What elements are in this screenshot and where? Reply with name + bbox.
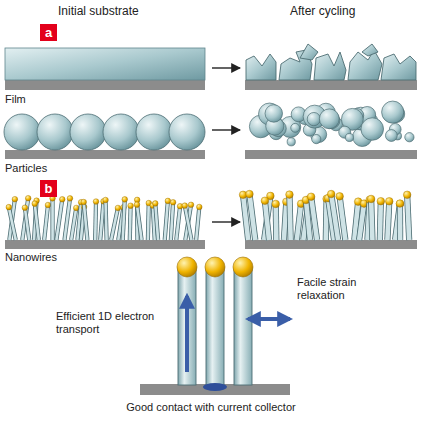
arrow <box>212 221 240 222</box>
label-text: Film <box>5 93 65 106</box>
label-text: Facile strain relaxation <box>297 276 377 301</box>
particles <box>4 114 205 150</box>
label-text: Efficient 1D electron transport <box>56 310 160 335</box>
panel-letter: a <box>40 24 57 41</box>
label-text: Nanowires <box>5 251 95 264</box>
substrate <box>245 150 417 159</box>
strain-arrow <box>248 317 290 321</box>
label-text: Initial substrate <box>58 5 168 19</box>
substrate <box>5 80 205 90</box>
enlarged-nanowires <box>177 257 253 391</box>
label-text: After cycling <box>290 5 390 19</box>
transport-arrow <box>185 296 189 372</box>
label-text: Good contact with current collector <box>81 401 341 414</box>
substrate <box>5 240 205 249</box>
arrow <box>212 129 240 130</box>
film <box>5 48 205 80</box>
label-text: Particles <box>5 162 85 175</box>
cycled-nanowires <box>239 190 411 240</box>
substrate <box>5 150 205 159</box>
panel-letter-box: b <box>40 180 57 197</box>
substrate <box>245 80 417 90</box>
nanowires <box>6 195 202 240</box>
panel-letter: b <box>40 180 57 197</box>
substrate <box>245 240 417 249</box>
fragmented-particles <box>249 101 414 146</box>
panel-letter-box: a <box>40 24 57 41</box>
current-collector <box>140 384 290 395</box>
cracked-film <box>246 44 416 80</box>
arrow <box>212 67 240 68</box>
